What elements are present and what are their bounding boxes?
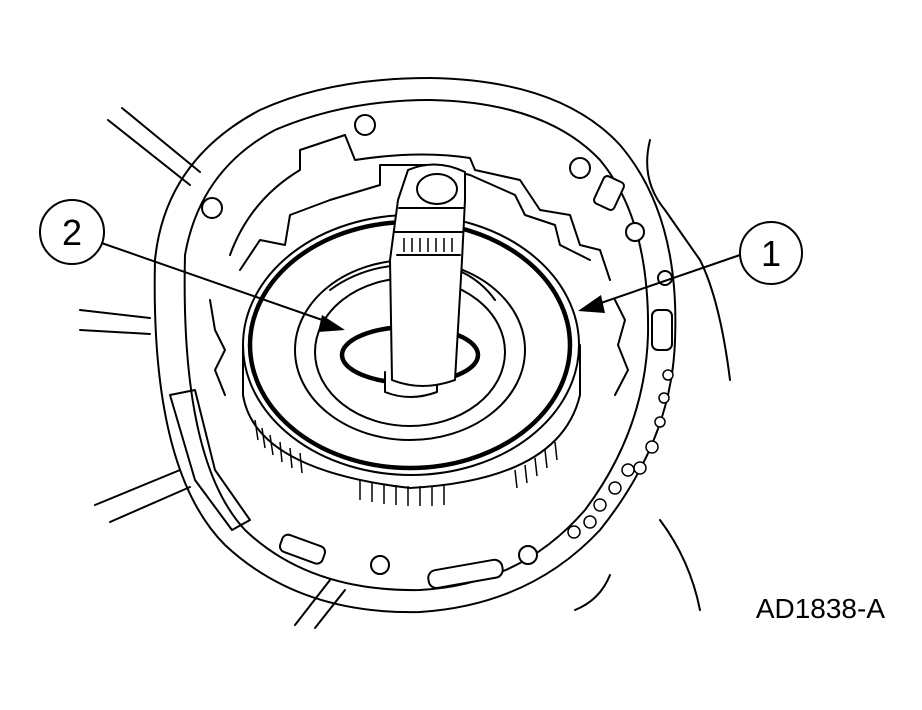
callout-1: 1 (739, 221, 803, 285)
leader-arrowhead-2 (318, 315, 345, 332)
housing-slots (169, 175, 673, 590)
stepped-ring (209, 134, 629, 396)
figure-reference-code: AD1838-A (756, 593, 886, 624)
callout-2: 2 (39, 199, 105, 265)
callout-leaders (92, 239, 741, 332)
oil-feed-holes (567, 369, 674, 539)
callout-number-2: 2 (62, 212, 82, 253)
input-shaft (384, 163, 466, 398)
callout-circle-2 (39, 199, 105, 265)
callout-circle-1 (739, 221, 803, 285)
leader-line-2 (92, 239, 329, 323)
leader-line-1 (597, 254, 741, 305)
callout-number-1: 1 (761, 233, 781, 274)
leader-arrowhead-1 (578, 295, 605, 313)
pump-housing (153, 77, 677, 614)
housing-ribs (79, 107, 731, 629)
